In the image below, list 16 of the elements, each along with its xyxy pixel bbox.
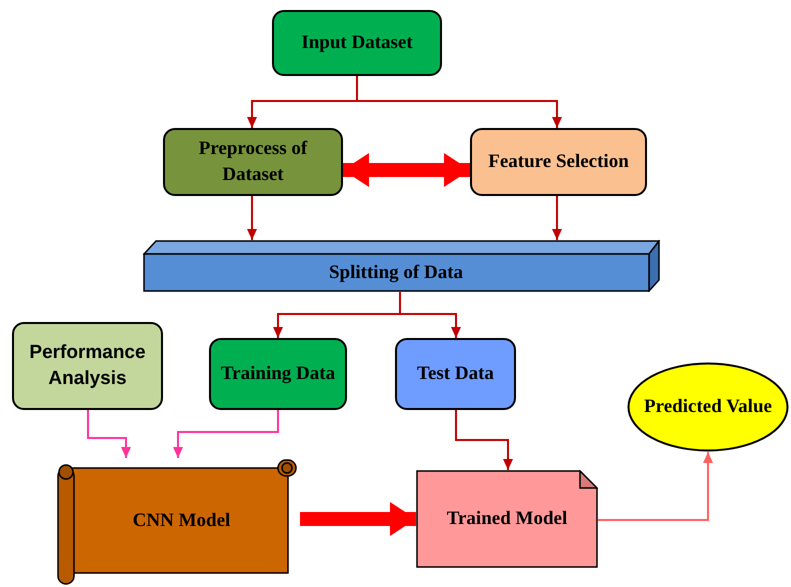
process-box: Performance Analysis: [12, 322, 163, 410]
arrow: [173, 410, 279, 458]
process-box: Input Dataset: [272, 10, 442, 76]
arrow: [455, 410, 513, 470]
process-box: Test Data: [395, 338, 516, 410]
process-box: Feature Selection: [470, 128, 647, 196]
arrow: [247, 196, 257, 240]
arrow: [356, 76, 562, 128]
process-box: Preprocess of Dataset: [163, 128, 343, 196]
process-box: Training Data: [209, 338, 347, 410]
arrow: [598, 452, 713, 521]
oval: Predicted Value: [627, 362, 789, 452]
arrow: [87, 410, 131, 458]
arrow: [552, 196, 562, 240]
document-box: Trained Model: [416, 470, 598, 568]
arrow: [399, 292, 461, 338]
